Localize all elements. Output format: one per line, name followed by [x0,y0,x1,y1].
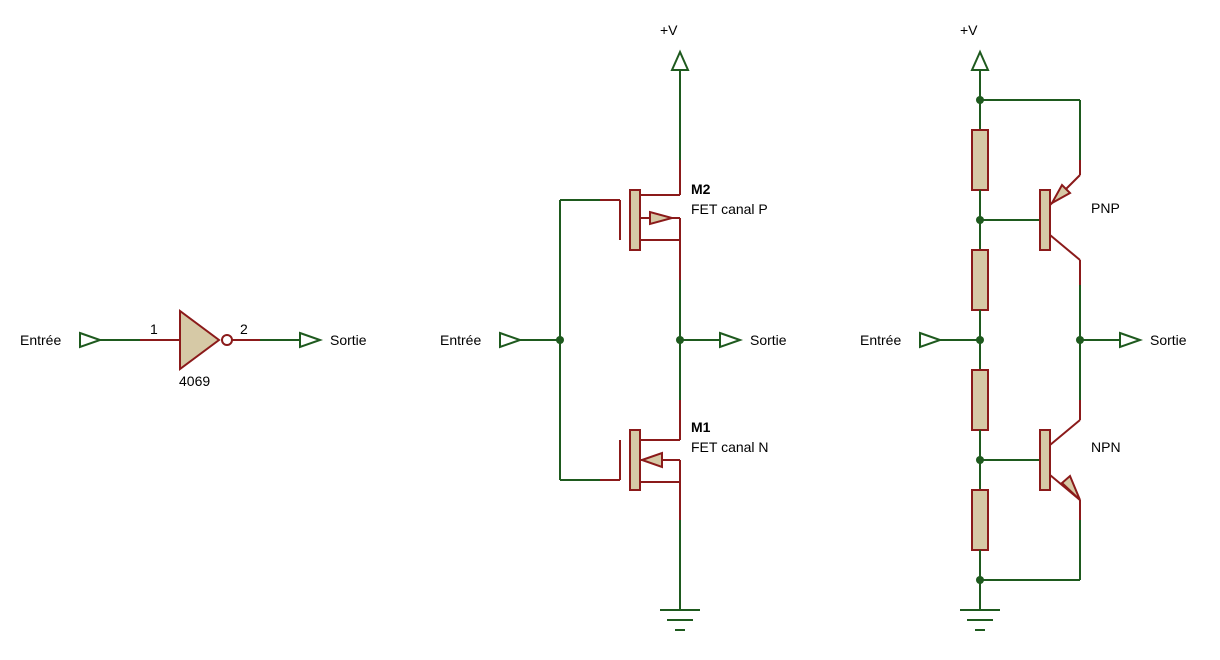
bjt-ground-symbol [960,609,1000,631]
m2-transistor[interactable] [600,160,681,280]
mosfet-output-label: Sortie [750,332,787,348]
inverter-output-terminal[interactable] [299,331,324,349]
inverter-pin1-label: 1 [150,321,158,337]
mosfet-circuit: +V M2 FET canal P Sortie [440,22,787,631]
bjt-circuit: +V PNP Sorti [860,22,1187,631]
npn-label: NPN [1091,439,1121,455]
inverter-output-label: Sortie [330,332,367,348]
m1-description: FET canal N [691,439,769,455]
mosfet-supply-label: +V [660,22,678,38]
npn-transistor[interactable] [1039,400,1081,520]
inverter-gate-symbol[interactable] [179,309,221,371]
bjt-output-terminal[interactable] [1119,331,1144,349]
bjt-supply-label: +V [960,22,978,38]
inverter-bubble [221,334,233,346]
mosfet-ground-symbol [660,609,700,631]
resistor-r3[interactable] [971,369,989,431]
resistor-r4[interactable] [971,489,989,551]
mosfet-input-label: Entrée [440,332,481,348]
bjt-supply-arrow [970,49,990,71]
resistor-r1[interactable] [971,129,989,191]
mosfet-supply-arrow [670,49,690,71]
m1-transistor[interactable] [600,400,681,520]
m2-description: FET canal P [691,201,768,217]
resistor-r2[interactable] [971,249,989,311]
mosfet-input-terminal[interactable] [499,331,524,349]
m2-name: M2 [691,181,711,197]
bjt-input-label: Entrée [860,332,901,348]
inverter-input-label: Entrée [20,332,61,348]
inverter-input-terminal[interactable] [79,331,104,349]
inverter-part-label: 4069 [179,373,210,389]
mosfet-output-terminal[interactable] [719,331,744,349]
inverter-pin2-label: 2 [240,321,248,337]
bjt-output-label: Sortie [1150,332,1187,348]
pnp-transistor[interactable] [1039,160,1081,285]
bjt-input-terminal[interactable] [919,331,944,349]
pnp-label: PNP [1091,200,1120,216]
m1-name: M1 [691,419,711,435]
inverter-circuit: Entrée 1 2 Sortie 4069 [20,309,367,389]
